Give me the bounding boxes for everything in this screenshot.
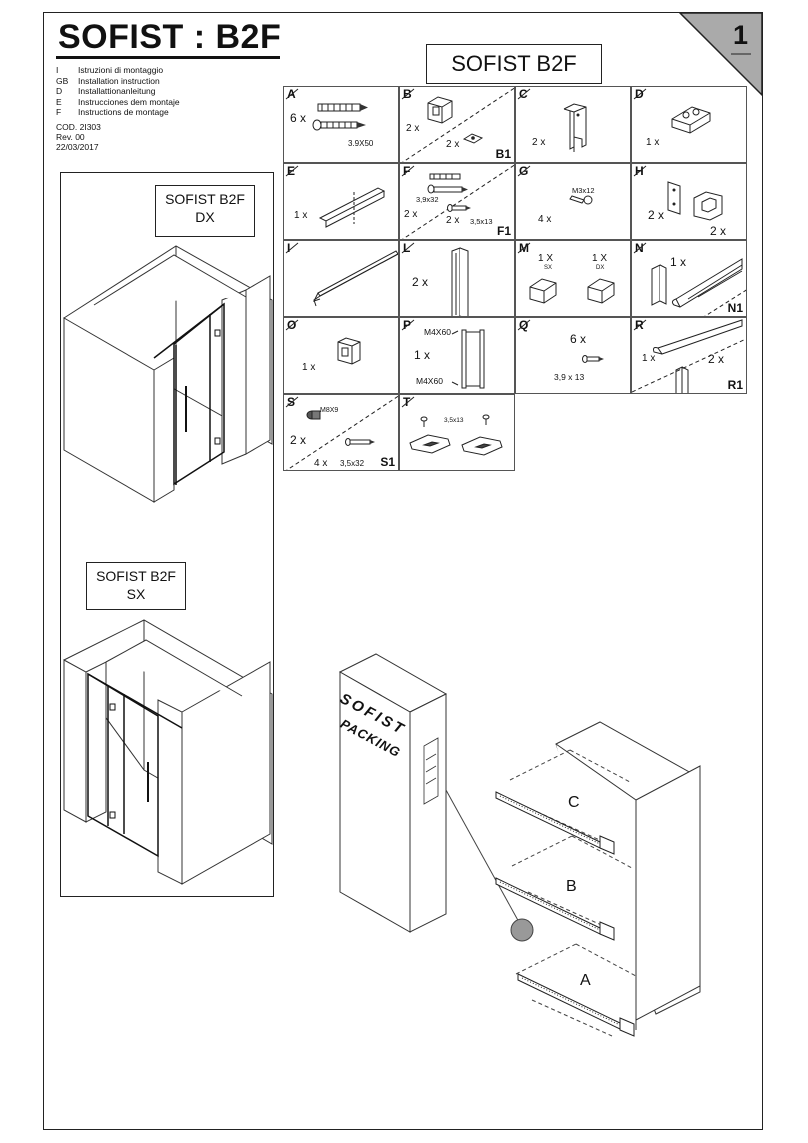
- part-cell-b: B 2 x 2 x B1: [399, 86, 515, 163]
- part-cell-p: P M4X60 1 x M4X60: [399, 317, 515, 394]
- profile-c-label: C: [568, 794, 580, 811]
- variant-sx-label: SOFIST B2F SX: [86, 562, 186, 610]
- part-cell-n: N 1 x N1: [631, 240, 747, 317]
- part-cell-q: Q 6 x 3,9 x 13: [515, 317, 631, 394]
- part-cell-e: E 1 x: [283, 163, 399, 240]
- part-cell-d: D 1 x: [631, 86, 747, 163]
- variant-dx-label: SOFIST B2F DX: [155, 185, 255, 237]
- part-cell-i: I: [283, 240, 399, 317]
- document-title: SOFIST : B2F: [58, 18, 282, 56]
- part-cell-s: S M8X9 2 x 4 x 3,5x32 S1: [283, 394, 399, 471]
- profile-a-label: A: [580, 972, 591, 989]
- part-cell-t: T 3,5x13: [399, 394, 515, 471]
- document-code: COD. 2I303: [56, 122, 101, 132]
- part-cell-c: C 2 x: [515, 86, 631, 163]
- variants-panel: [60, 172, 274, 897]
- page-number: 1: [733, 20, 749, 50]
- part-cell-o: O 1 x: [283, 317, 399, 394]
- part-cell-m: M 1 X SX 1 X DX: [515, 240, 631, 317]
- document-date: 22/03/2017: [56, 142, 99, 152]
- part-cell-g: G M3x12 4 x: [515, 163, 631, 240]
- page-frame: [43, 12, 763, 1130]
- title-underline: [56, 56, 280, 59]
- document-rev: Rev. 00: [56, 132, 85, 142]
- part-cell-f: F 3,9x32 3,5x13 2 x 2 x F1: [399, 163, 515, 240]
- product-label: SOFIST B2F: [426, 44, 602, 84]
- profile-b-label: B: [566, 878, 577, 895]
- part-cell-h: H 2 x 2 x: [631, 163, 747, 240]
- part-cell-l: L 2 x: [399, 240, 515, 317]
- part-cell-r: R 1 x 2 x R1: [631, 317, 747, 394]
- part-cell-a: A 6 x 3.9X50: [283, 86, 399, 163]
- document-meta: COD. 2I303 Rev. 00 22/03/2017: [56, 122, 101, 152]
